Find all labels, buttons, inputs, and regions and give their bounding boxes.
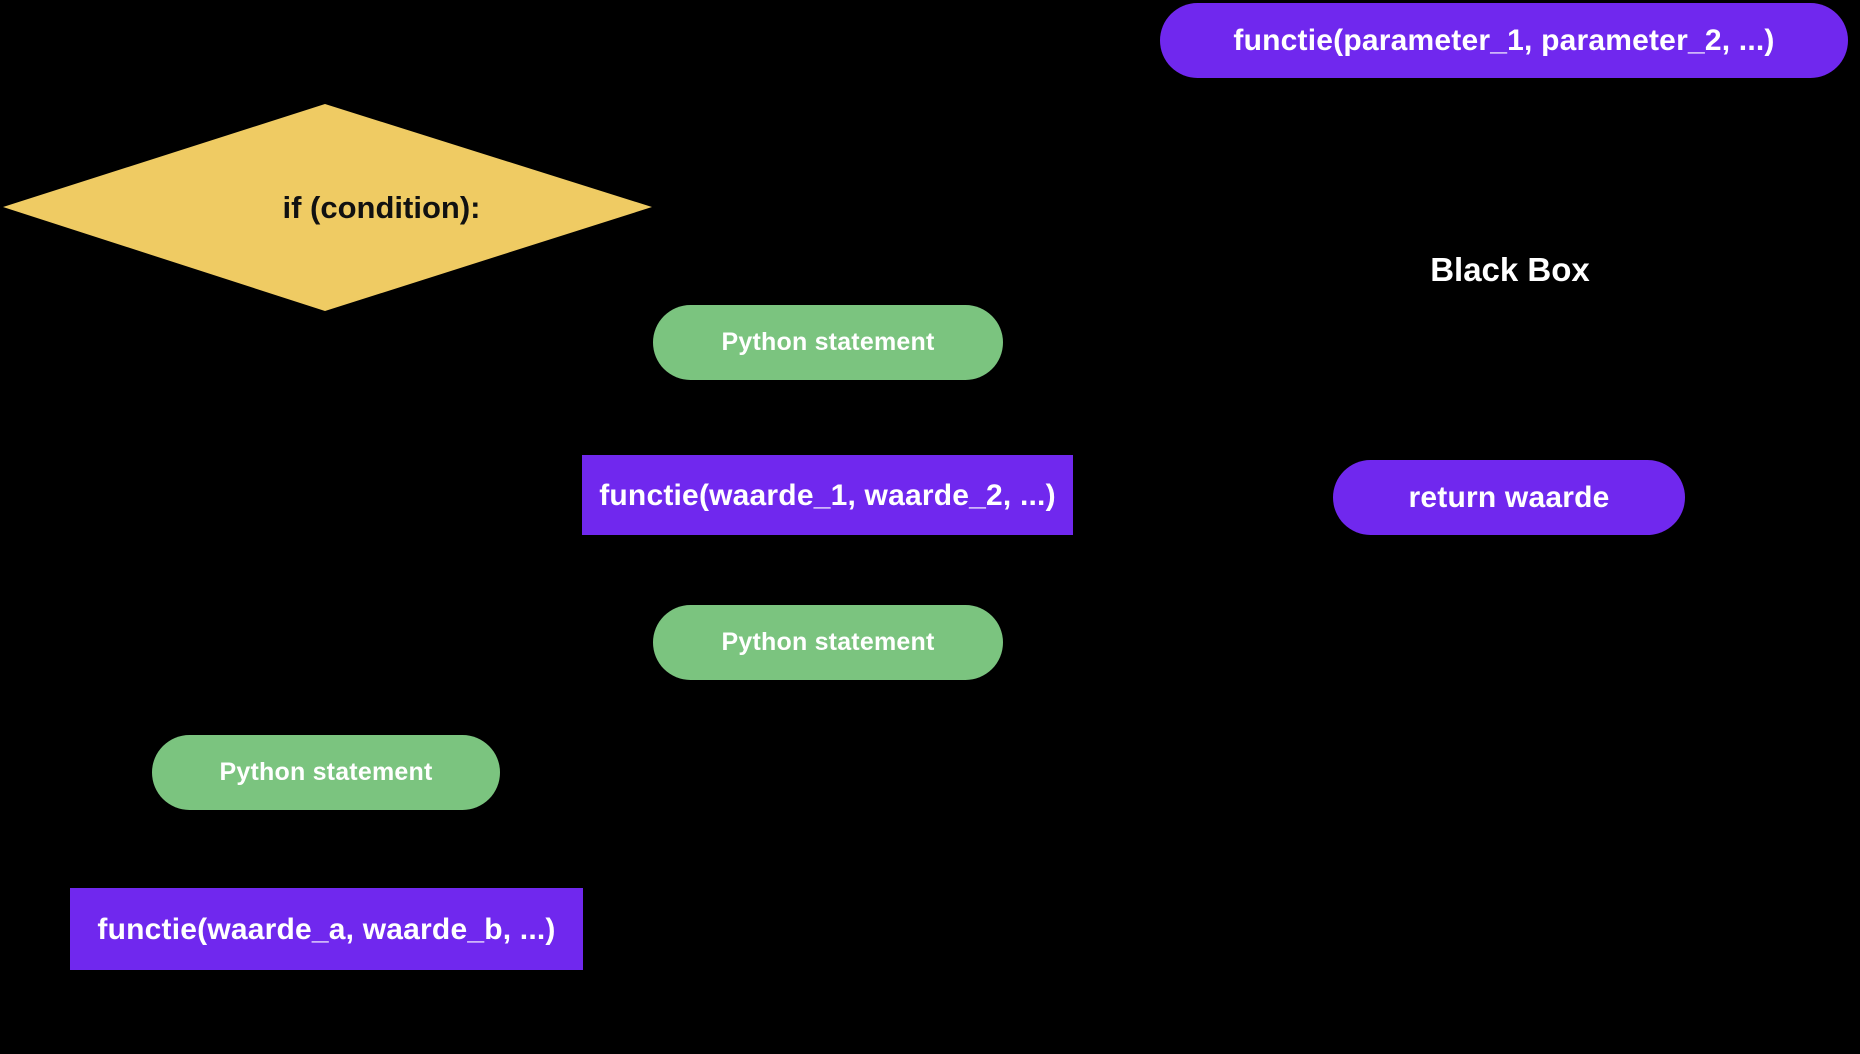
node-python-statement-3[interactable]: Python statement bbox=[152, 735, 500, 810]
node-condition-diamond[interactable]: if (condition): bbox=[0, 100, 655, 315]
node-call-waarde-12[interactable]: functie(waarde_1, waarde_2, ...) bbox=[582, 455, 1073, 535]
node-return-waarde-label: return waarde bbox=[1408, 481, 1610, 514]
node-call-waarde-12-label: functie(waarde_1, waarde_2, ...) bbox=[599, 478, 1056, 512]
node-python-statement-2-label: Python statement bbox=[721, 627, 935, 656]
node-python-statement-2[interactable]: Python statement bbox=[653, 605, 1003, 680]
label-black-box: Black Box bbox=[1390, 245, 1630, 295]
node-call-waarde-ab[interactable]: functie(waarde_a, waarde_b, ...) bbox=[70, 888, 583, 970]
node-python-statement-1-label: Python statement bbox=[721, 327, 935, 356]
node-return-waarde[interactable]: return waarde bbox=[1333, 460, 1685, 535]
node-python-statement-1[interactable]: Python statement bbox=[653, 305, 1003, 380]
node-function-signature[interactable]: functie(parameter_1, parameter_2, ...) bbox=[1160, 3, 1848, 78]
node-python-statement-3-label: Python statement bbox=[219, 757, 433, 786]
node-function-signature-label: functie(parameter_1, parameter_2, ...) bbox=[1233, 24, 1775, 57]
node-call-waarde-ab-label: functie(waarde_a, waarde_b, ...) bbox=[97, 912, 556, 946]
label-black-box-text: Black Box bbox=[1430, 250, 1590, 288]
diamond-shape-icon bbox=[3, 104, 652, 311]
